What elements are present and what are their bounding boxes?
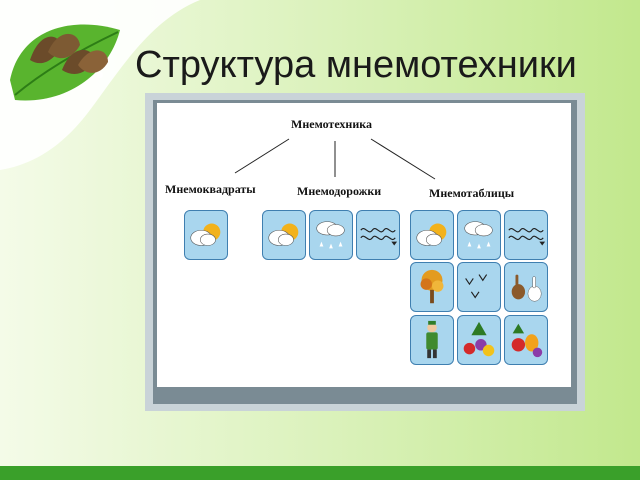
sun-cloud-icon [190, 223, 221, 246]
slide-title: Структура мнемотехники [135, 44, 577, 86]
cell-rain-cloud [457, 210, 501, 260]
autumn-tree-icon [420, 269, 444, 304]
cell-wind-spiral [356, 210, 400, 260]
cell-hares [504, 262, 548, 312]
branch-label-tables: Мнемотаблицы [429, 186, 515, 200]
rain-cloud-icon [316, 221, 345, 249]
vegetables-icon [511, 323, 543, 358]
cell-vegetables [504, 315, 548, 365]
connector-lines [234, 138, 436, 180]
branch-label-tracks: Мнемодорожки [297, 184, 382, 198]
fruit-icon [463, 321, 495, 357]
cell-rain-cloud [309, 210, 353, 260]
sun-cloud-icon [268, 223, 299, 246]
rain-cloud-icon [464, 221, 493, 249]
cell-child-in-coat [410, 315, 454, 365]
cell-wind-spiral [504, 210, 548, 260]
diagram-panel: Мнемотехника Мнемоквадраты Мнемодорожки … [157, 103, 571, 387]
bottom-accent-bar [0, 466, 640, 480]
cell-sun-cloud [410, 210, 454, 260]
branch-label-squares: Мнемоквадраты [165, 182, 256, 196]
flying-birds-icon [465, 274, 488, 299]
cell-fruit [457, 315, 501, 365]
sun-cloud-icon [416, 223, 447, 246]
wind-spiral-icon [360, 228, 398, 246]
cell-flying-birds [457, 262, 501, 312]
cell-sun-cloud [262, 210, 306, 260]
wind-spiral-icon [508, 228, 546, 246]
cell-sun-cloud [184, 210, 228, 260]
root-label: Мнемотехника [291, 117, 372, 131]
cell-autumn-tree [410, 262, 454, 312]
hares-icon [511, 274, 542, 302]
child-in-coat-icon [426, 320, 438, 359]
leaf-butterflies-icon [0, 0, 200, 170]
